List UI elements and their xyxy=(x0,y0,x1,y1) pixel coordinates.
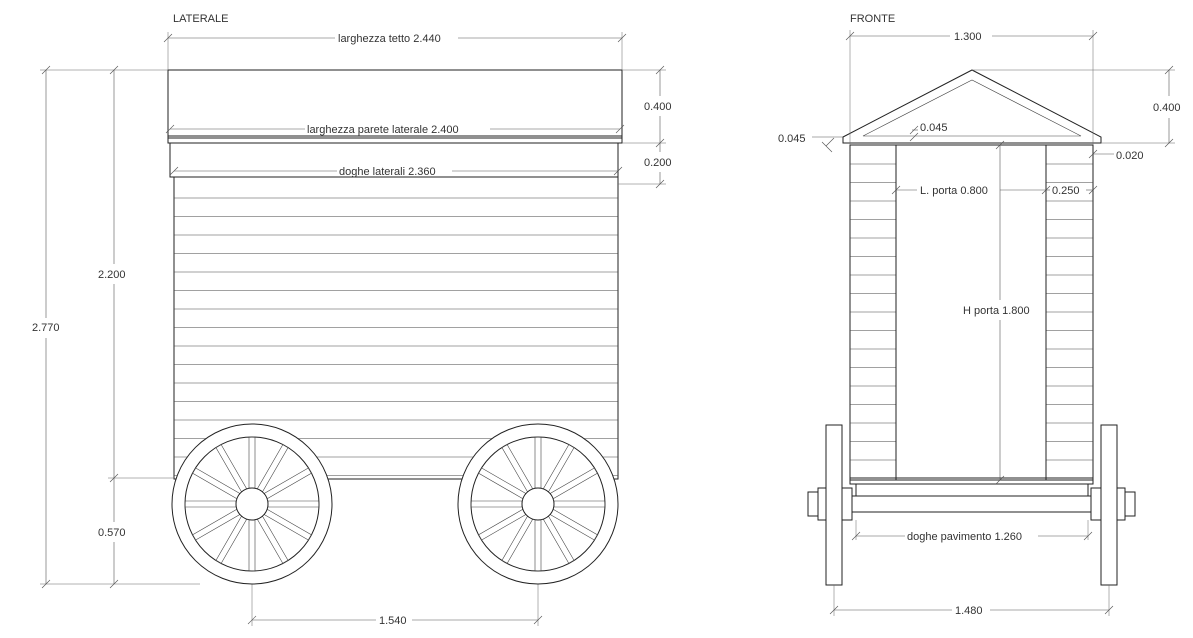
dim-total-height: 2.770 xyxy=(32,322,60,334)
dim-side-boards: doghe laterali 2.360 xyxy=(339,166,436,178)
dim-door-jamb: 0.250 xyxy=(1052,185,1080,197)
dim-front-roof-height: 0.400 xyxy=(1153,102,1181,114)
front-view xyxy=(807,69,1136,586)
dim-band-height: 0.200 xyxy=(644,157,672,169)
side-roof-edge xyxy=(167,135,623,144)
dim-wheelbase: 1.540 xyxy=(379,615,407,627)
front-gable-inner xyxy=(862,79,1082,137)
front-hub-right xyxy=(1124,491,1136,517)
front-hub-left-inner xyxy=(817,487,827,521)
front-dimensions: 1.300 0.400 0.045 0.045 0.020 L. porta 0… xyxy=(778,30,1181,617)
side-wall-boards xyxy=(174,197,618,476)
dim-front-width: 1.300 xyxy=(954,31,982,43)
wheel-hub xyxy=(235,487,269,521)
side-wall xyxy=(173,176,619,480)
side-view-title: LATERALE xyxy=(173,13,228,25)
side-dimensions: larghezza tetto 2.440 larghezza parete l… xyxy=(32,32,672,627)
wheel-hub xyxy=(521,487,555,521)
dim-roof-width: larghezza tetto 2.440 xyxy=(338,33,441,45)
front-wall-boards-right xyxy=(1046,163,1093,461)
front-wheel-left xyxy=(825,424,843,586)
front-view-title: FRONTE xyxy=(850,13,895,25)
front-hub-right-inner xyxy=(1116,487,1126,521)
front-hub-left xyxy=(807,491,819,517)
dim-track-width: 1.480 xyxy=(955,605,983,617)
dim-wall-height: 2.200 xyxy=(98,269,126,281)
dim-eave-right: 0.020 xyxy=(1116,150,1144,162)
dim-eave-left: 0.045 xyxy=(778,133,806,145)
dim-base-height: 0.570 xyxy=(98,527,126,539)
side-roof xyxy=(167,69,623,139)
front-axle xyxy=(825,495,1117,513)
dim-door-height: H porta 1.800 xyxy=(963,305,1030,317)
front-hub-left-collar xyxy=(841,487,853,521)
side-wheel-front xyxy=(171,423,333,585)
dim-floor-boards: doghe pavimento 1.260 xyxy=(907,531,1022,543)
side-view xyxy=(167,69,623,480)
front-axle-housing xyxy=(855,483,1089,497)
front-wheel-right xyxy=(1100,424,1118,586)
front-wall-boards-left xyxy=(850,163,896,461)
front-gable-roof xyxy=(842,69,1102,144)
dim-door-width: L. porta 0.800 xyxy=(920,185,988,197)
dim-side-wall-width: larghezza parete laterale 2.400 xyxy=(307,124,459,136)
front-door[interactable] xyxy=(895,144,1047,481)
dim-roof-height: 0.400 xyxy=(644,101,672,113)
side-wheel-rear xyxy=(457,423,619,585)
dim-eave-inner: 0.045 xyxy=(920,122,948,134)
front-hub-right-collar xyxy=(1090,487,1102,521)
